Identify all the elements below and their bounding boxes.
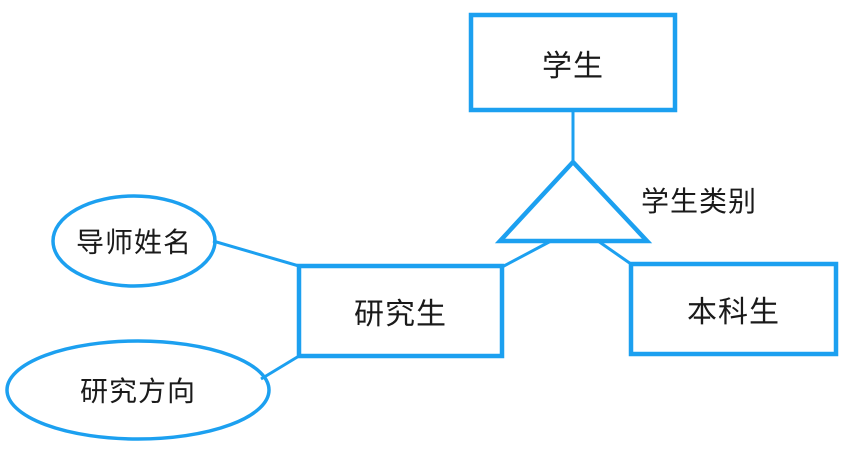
entity-box-student[interactable] [468, 12, 678, 113]
entity-box-undergraduate[interactable] [628, 261, 839, 357]
attribute-ellipse-research-direction[interactable] [5, 339, 271, 441]
isa-triangle[interactable] [494, 158, 653, 244]
entity-box-graduate[interactable] [296, 263, 505, 359]
connector-advisor-name-to-graduate [212, 239, 300, 268]
connector-isa-to-undergraduate [597, 239, 632, 266]
connector-isa-to-graduate [501, 239, 552, 269]
connector-research-direction-to-graduate [260, 354, 300, 381]
attribute-ellipse-advisor-name[interactable] [51, 194, 217, 288]
